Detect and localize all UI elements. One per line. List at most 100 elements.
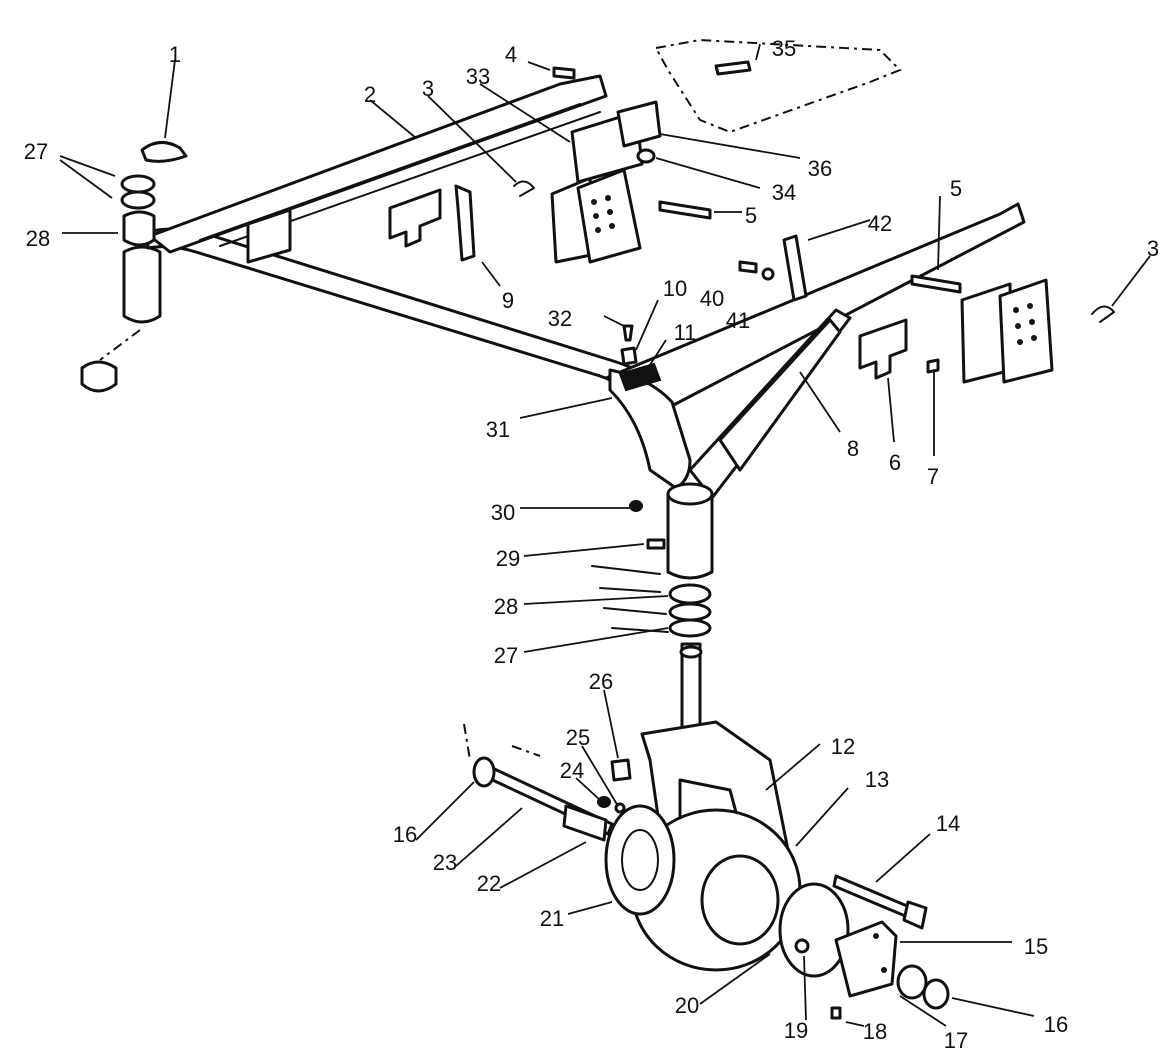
hook-link-42	[782, 234, 808, 302]
washer-16b	[922, 978, 950, 1010]
callout-c32: 32	[548, 306, 572, 331]
callout-c34: 34	[772, 180, 796, 205]
washer-27a	[120, 174, 156, 194]
bolt-4	[552, 66, 576, 80]
washer-27c	[668, 602, 712, 622]
callout-c17: 17	[944, 1028, 968, 1053]
callout-c4: 4	[505, 42, 517, 67]
callout-c40: 40	[700, 286, 724, 311]
callout-c6: 6	[889, 450, 901, 475]
wheel-half-21-inner	[621, 829, 659, 891]
callout-c14: 14	[936, 811, 960, 836]
pivot-plate-holes	[591, 195, 615, 233]
callout-c11: 11	[674, 320, 697, 345]
nut-10	[620, 346, 638, 366]
callout-c41: 41	[726, 308, 750, 333]
callout-c29: 29	[496, 546, 520, 571]
callout-c2: 2	[364, 82, 376, 107]
cross-bracket	[246, 208, 292, 264]
wheel-axis-line	[463, 723, 541, 761]
callout-c16b: 16	[1044, 1012, 1068, 1037]
callout-c3a: 3	[422, 76, 434, 101]
clevis-pin-5a	[658, 200, 712, 220]
callout-c36: 36	[808, 156, 832, 181]
pad-11	[618, 362, 662, 392]
nut-30	[629, 500, 643, 512]
right-plate-holes	[1013, 303, 1037, 345]
clevis-pin-5b	[910, 274, 962, 294]
wheel-half-21	[604, 804, 676, 916]
left-rear-rail	[148, 74, 608, 254]
washer-27b	[120, 190, 156, 210]
grease-fitting-29	[646, 538, 666, 550]
callout-c5a: 5	[745, 203, 757, 228]
caster-assembly	[463, 642, 950, 1020]
callout-c18: 18	[863, 1019, 887, 1044]
u-bracket-6	[858, 318, 908, 380]
cotter-pin-3a	[513, 180, 535, 197]
callout-c33: 33	[466, 64, 490, 89]
callout-c24: 24	[560, 758, 584, 783]
callout-c16a: 16	[393, 822, 417, 847]
main-frame	[122, 74, 1026, 580]
bolt-40	[738, 260, 758, 274]
callout-c26: 26	[589, 669, 613, 694]
spindle-sketch-lines	[591, 565, 669, 633]
hitch-plate-36	[616, 100, 662, 148]
callout-c3b: 3	[1147, 236, 1159, 261]
washer-41	[761, 267, 775, 281]
callout-c10: 10	[663, 276, 687, 301]
bolt-35	[714, 60, 752, 76]
axle-bolt-head-14	[902, 900, 928, 930]
bushing-28	[122, 210, 156, 247]
nut-26	[610, 758, 632, 782]
tow-arm-outline	[654, 38, 902, 134]
pivot-plate-right-b	[998, 278, 1054, 384]
screw-32	[622, 324, 634, 342]
callout-c19: 19	[784, 1018, 808, 1043]
callout-c31: 31	[486, 417, 510, 442]
callout-c28b: 28	[494, 594, 518, 619]
rear-brackets	[388, 38, 1115, 384]
left-pivot-parts	[80, 141, 188, 393]
callout-c13: 13	[865, 767, 889, 792]
washer-27d	[668, 618, 712, 638]
callout-c1: 1	[169, 42, 181, 67]
callout-c7: 7	[927, 464, 939, 489]
callout-c30: 30	[491, 500, 515, 525]
hook-link-9	[454, 184, 476, 262]
tire-inner	[700, 854, 780, 946]
callout-c27a: 27	[24, 139, 48, 164]
screw-18	[830, 1006, 842, 1020]
callout-c42: 42	[868, 211, 892, 236]
spacer-17	[896, 964, 928, 1000]
bolt-7	[926, 358, 940, 374]
nut-24	[597, 796, 611, 808]
callout-c15: 15	[1024, 934, 1048, 959]
callout-c8: 8	[847, 436, 859, 461]
bushing-28b	[668, 583, 712, 605]
pivot-plate-left-b	[576, 168, 642, 264]
hub-flange-15	[834, 920, 898, 998]
spindle-top	[679, 645, 703, 659]
callout-c22: 22	[477, 871, 501, 896]
callout-c27b: 27	[494, 643, 518, 668]
bearing-22	[562, 804, 608, 842]
callout-c35: 35	[772, 36, 796, 61]
callout-c9: 9	[502, 288, 514, 313]
leader-lines	[59, 43, 1151, 1027]
callout-c28a: 28	[26, 226, 50, 251]
valve-stem-19	[794, 938, 810, 954]
left-axis-line	[99, 329, 141, 361]
center-pivot-tube-top	[666, 482, 714, 506]
cotter-pin-3b	[1091, 305, 1115, 323]
lower-bushing	[80, 360, 118, 393]
center-pivot-parts	[591, 324, 712, 638]
callout-c20: 20	[675, 993, 699, 1018]
callout-c5b: 5	[950, 176, 962, 201]
u-bracket-9	[388, 188, 442, 248]
brace-plate	[718, 318, 842, 472]
washer-16a	[472, 756, 496, 788]
